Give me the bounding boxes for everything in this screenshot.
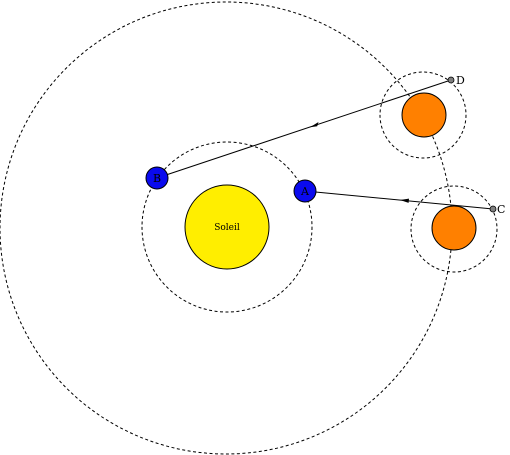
sight-line-a-c bbox=[304, 190, 494, 210]
planet-upper bbox=[401, 92, 447, 138]
earth-position-a bbox=[293, 179, 317, 203]
sun bbox=[184, 184, 270, 270]
star-point-c bbox=[489, 205, 497, 213]
sun-label: Soleil bbox=[214, 223, 240, 233]
earth-orbit bbox=[141, 141, 313, 313]
planet-lower bbox=[431, 205, 477, 251]
star-point-d bbox=[447, 76, 455, 84]
planet-orbit-upper bbox=[379, 71, 467, 159]
sight-line-b-d bbox=[156, 79, 452, 179]
star-c-label: C bbox=[497, 203, 505, 216]
star-d-label: D bbox=[456, 74, 465, 87]
arrow-b-d bbox=[310, 122, 319, 128]
earth-b-label: B bbox=[153, 172, 161, 185]
arrow-a-c bbox=[400, 198, 409, 203]
earth-a-label: A bbox=[300, 185, 310, 198]
planet-orbit-lower bbox=[410, 185, 498, 273]
earth-position-b bbox=[145, 166, 169, 190]
